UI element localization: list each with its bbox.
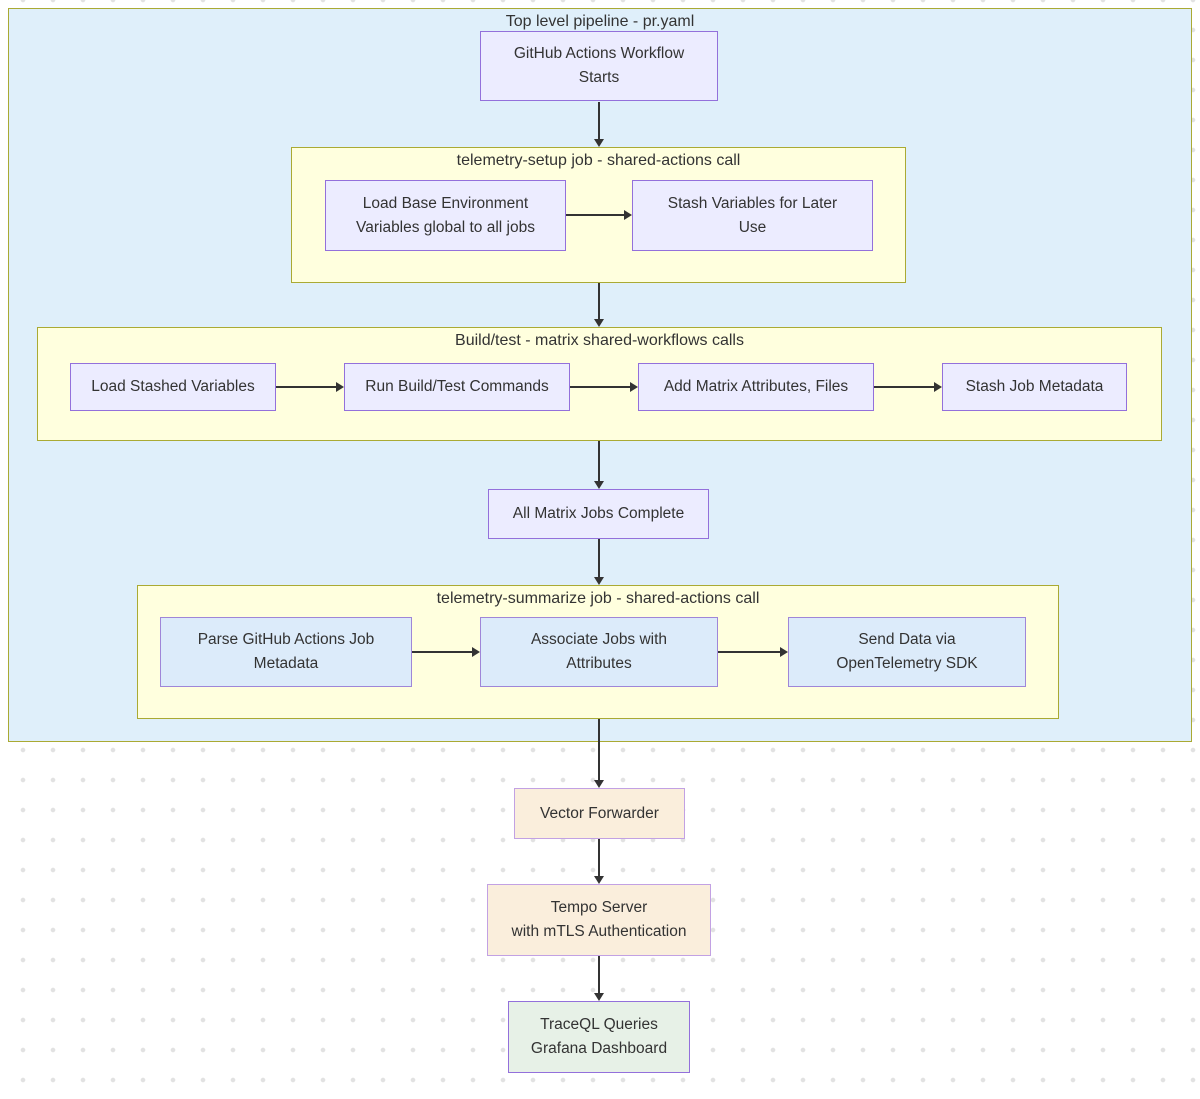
edge-build-to-all-matrix [594, 441, 604, 489]
edge-line [598, 441, 600, 481]
edge-line [276, 386, 336, 388]
edge-line [412, 651, 472, 653]
edge-load-stashed-to-run-build [276, 382, 344, 392]
arrowhead-down-icon [594, 319, 604, 327]
node-all-matrix-jobs-complete: All Matrix Jobs Complete [488, 489, 709, 539]
node-send-data-otel-sdk: Send Data via OpenTelemetry SDK [788, 617, 1026, 687]
arrowhead-right-icon [336, 382, 344, 392]
edge-load-base-to-stash-vars [566, 210, 632, 220]
arrowhead-right-icon [780, 647, 788, 657]
edge-vector-to-tempo [594, 839, 604, 884]
edge-tempo-to-traceql [594, 956, 604, 1001]
edge-line [598, 956, 600, 993]
node-stash-variables: Stash Variables for Later Use [632, 180, 873, 251]
arrowhead-down-icon [594, 780, 604, 788]
cluster-build-test-title: Build/test - matrix shared-workflows cal… [455, 332, 744, 349]
edge-line [566, 214, 624, 216]
arrowhead-down-icon [594, 139, 604, 147]
node-parse-job-metadata: Parse GitHub Actions Job Metadata [160, 617, 412, 687]
cluster-telemetry-summarize-title: telemetry-summarize job - shared-actions… [436, 590, 760, 607]
arrowhead-right-icon [630, 382, 638, 392]
arrowhead-down-icon [594, 577, 604, 585]
edge-line [598, 283, 600, 319]
cluster-telemetry-setup-title: telemetry-setup job - shared-actions cal… [456, 152, 741, 169]
arrowhead-right-icon [934, 382, 942, 392]
node-stash-job-metadata: Stash Job Metadata [942, 363, 1127, 411]
edge-run-build-to-add-matrix [570, 382, 638, 392]
arrowhead-down-icon [594, 876, 604, 884]
edge-line [598, 719, 600, 780]
node-vector-forwarder: Vector Forwarder [514, 788, 685, 839]
node-tempo-server: Tempo Server with mTLS Authentication [487, 884, 711, 956]
edge-line [874, 386, 934, 388]
edge-parse-to-associate [412, 647, 480, 657]
edge-line [598, 539, 600, 577]
arrowhead-right-icon [472, 647, 480, 657]
edge-summarize-to-vector [594, 719, 604, 788]
edge-line [570, 386, 630, 388]
edge-line [718, 651, 780, 653]
edge-associate-to-send [718, 647, 788, 657]
edge-line [598, 839, 600, 876]
node-run-build-test-commands: Run Build/Test Commands [344, 363, 570, 411]
cluster-top-level-pipeline-title: Top level pipeline - pr.yaml [505, 13, 695, 30]
node-associate-jobs: Associate Jobs with Attributes [480, 617, 718, 687]
node-load-base-environment: Load Base Environment Variables global t… [325, 180, 566, 251]
edge-start-to-setup [594, 102, 604, 147]
edge-add-matrix-to-stash-meta [874, 382, 942, 392]
edge-all-matrix-to-summarize [594, 539, 604, 585]
edge-line [598, 102, 600, 139]
node-traceql-grafana: TraceQL Queries Grafana Dashboard [508, 1001, 690, 1073]
node-load-stashed-variables: Load Stashed Variables [70, 363, 276, 411]
arrowhead-down-icon [594, 481, 604, 489]
arrowhead-right-icon [624, 210, 632, 220]
node-workflow-starts: GitHub Actions Workflow Starts [480, 31, 718, 101]
node-add-matrix-attributes: Add Matrix Attributes, Files [638, 363, 874, 411]
edge-setup-to-build [594, 283, 604, 327]
arrowhead-down-icon [594, 993, 604, 1001]
